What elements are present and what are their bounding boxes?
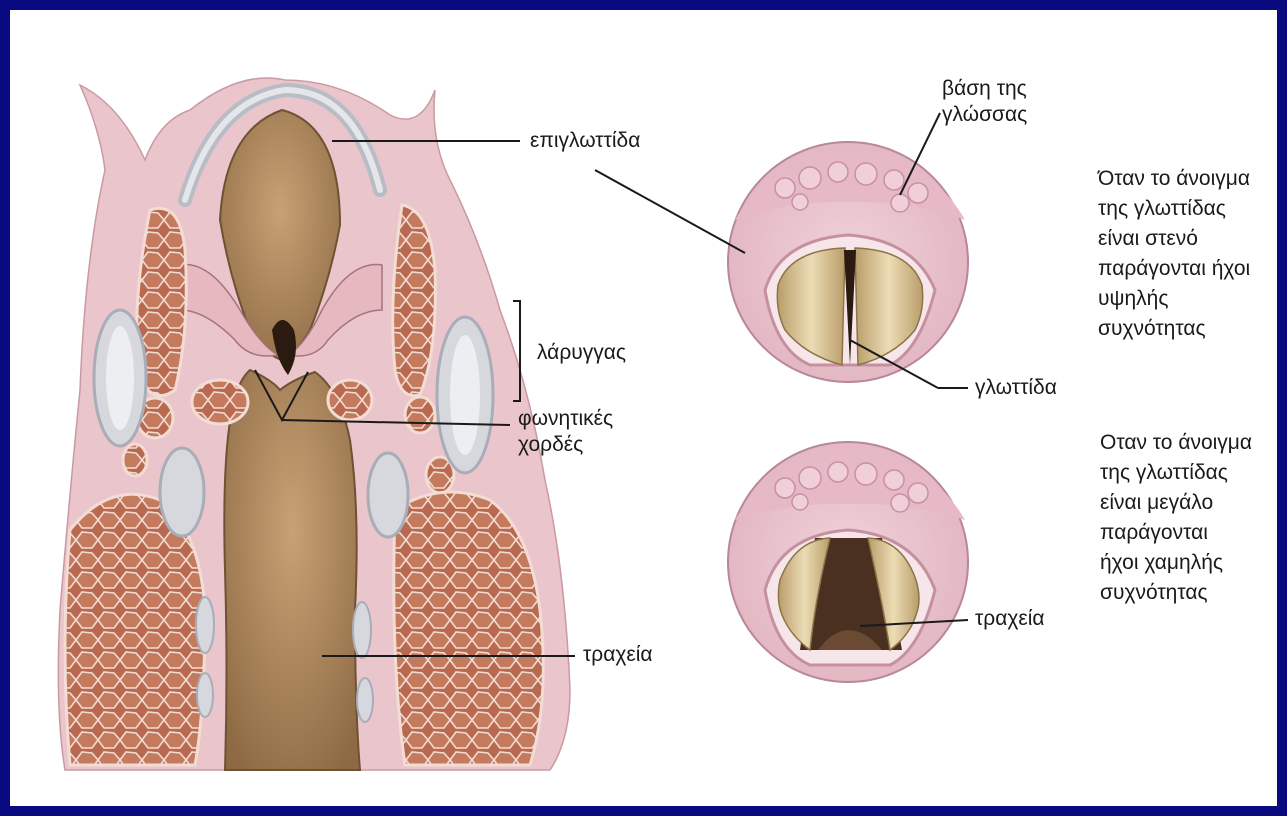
label-trachea-right: τραχεία [975, 606, 1045, 632]
trachea-tube [224, 370, 360, 770]
label-epiglottis: επιγλωττίδα [530, 128, 640, 154]
larynx-illustration [10, 10, 1277, 806]
label-glottis: γλωττίδα [975, 375, 1057, 401]
note-narrow-glottis: Όταν το άνοιγμα της γλωττίδας είναι στεν… [1098, 164, 1250, 344]
label-tongue-base: βάση της γλώσσας [942, 76, 1027, 128]
label-larynx: λάρυγγας [537, 340, 626, 366]
label-vocal-cords: φωνητικές χορδές [518, 406, 613, 458]
label-trachea-left: τραχεία [583, 642, 653, 668]
diagram-frame: επιγλωττίδα λάρυγγας φωνητικές χορδές τρ… [10, 10, 1277, 806]
glottis-wide-view [728, 442, 968, 682]
note-wide-glottis: Οταν το άνοιγμα της γλωττίδας είναι μεγά… [1100, 428, 1252, 608]
glottis-narrow-view [728, 142, 968, 382]
